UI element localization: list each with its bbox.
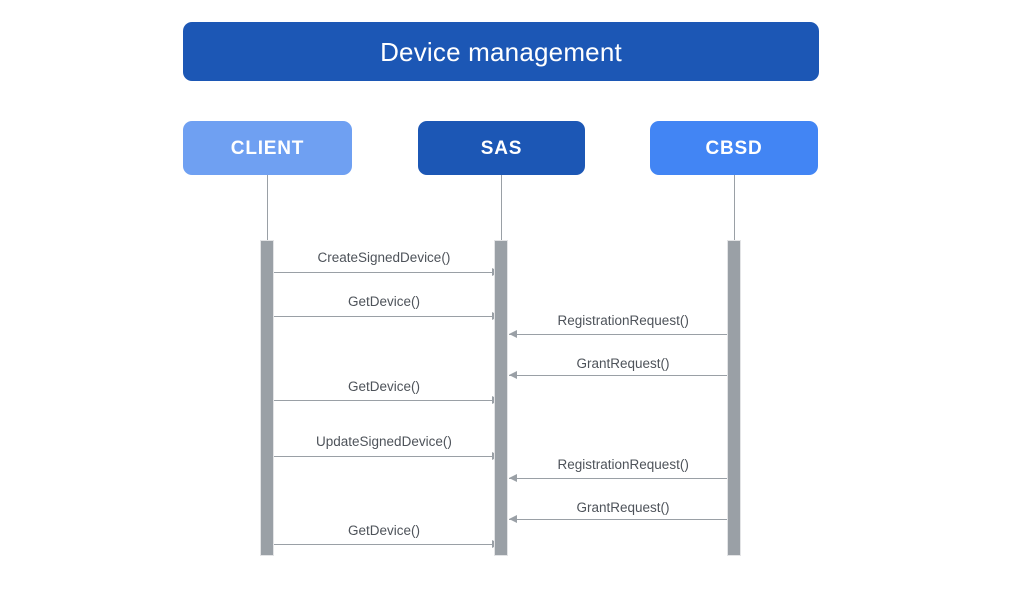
message-label: GetDevice() — [348, 523, 421, 538]
message-line — [274, 544, 500, 545]
participant-client[interactable]: CLIENT — [183, 121, 352, 175]
message-label: GetDevice() — [348, 379, 421, 394]
message-line — [509, 478, 728, 479]
participant-label-sas: SAS — [480, 137, 523, 159]
activation-bar-sas — [494, 240, 508, 556]
message-label: CreateSignedDevice() — [317, 250, 451, 265]
message-line — [274, 456, 500, 457]
message-line — [509, 519, 728, 520]
message-line — [274, 316, 500, 317]
participant-label-cbsd: CBSD — [705, 137, 763, 159]
message-label: UpdateSignedDevice() — [316, 434, 452, 449]
message-line — [274, 400, 500, 401]
participant-cbsd[interactable]: CBSD — [650, 121, 818, 175]
arrow-head-left-icon — [509, 474, 517, 482]
arrow-head-left-icon — [509, 515, 517, 523]
message-line — [509, 334, 728, 335]
diagram-title: Device management — [380, 36, 622, 67]
message-line — [274, 272, 500, 273]
arrow-head-left-icon — [509, 330, 517, 338]
activation-bar-cbsd — [727, 240, 741, 556]
message-label: RegistrationRequest() — [557, 313, 689, 328]
message-label: GetDevice() — [348, 294, 421, 309]
message-label: RegistrationRequest() — [557, 457, 689, 472]
message-label: GrantRequest() — [576, 356, 670, 371]
diagram-title-banner: Device management — [183, 22, 819, 81]
message-label: GrantRequest() — [576, 500, 670, 515]
arrow-head-left-icon — [509, 371, 517, 379]
message-line — [509, 375, 728, 376]
participant-sas[interactable]: SAS — [418, 121, 585, 175]
activation-bar-client — [260, 240, 274, 556]
participant-label-client: CLIENT — [230, 137, 305, 159]
